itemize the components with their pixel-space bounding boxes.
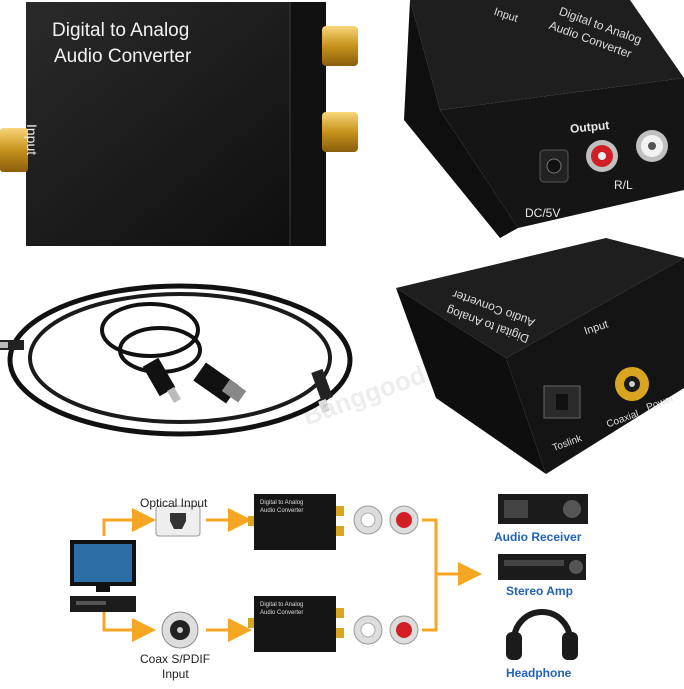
connection-diagram: Optical Input Coax S/PDIF Input Digital … — [0, 480, 684, 684]
audio-receiver-label: Audio Receiver — [494, 530, 582, 544]
back-dc-label: DC/5V — [525, 206, 561, 220]
optical-input-label: Optical Input — [140, 496, 208, 510]
photo-converter-side: Digital to Analog Audio Converter Input … — [396, 238, 684, 474]
cables-illustration — [0, 283, 353, 437]
front-input-label: Input — [24, 124, 40, 156]
converter-side-illustration — [396, 238, 684, 474]
photo-converter-front: Digital to Analog Audio Converter Input — [0, 0, 380, 250]
device-bottom-line1: Digital to Analog — [260, 602, 304, 608]
front-title-line1: Digital to Analog — [52, 20, 190, 41]
photo-converter-back: Digital to Analog Audio Converter Input … — [390, 0, 684, 240]
headphone-icon — [511, 609, 573, 641]
device-top-line1: Digital to Analog — [260, 500, 304, 506]
device-bottom-line2: Audio Converter — [260, 610, 304, 616]
converter-back-illustration — [404, 0, 684, 238]
converter-box-top — [254, 494, 336, 550]
back-rl-label: R/L — [614, 178, 633, 192]
converter-front-illustration — [0, 2, 358, 246]
coax-input-label-line2: Input — [162, 667, 189, 681]
diagram-arrows — [70, 494, 588, 660]
device-top-line2: Audio Converter — [260, 508, 304, 514]
headphone-label: Headphone — [506, 666, 572, 680]
coax-input-label-line1: Coax S/PDIF — [140, 652, 211, 666]
front-title-line2: Audio Converter — [54, 46, 192, 67]
photo-cables — [0, 260, 380, 460]
stereo-amp-label: Stereo Amp — [506, 584, 573, 598]
converter-box-bottom — [254, 596, 336, 652]
